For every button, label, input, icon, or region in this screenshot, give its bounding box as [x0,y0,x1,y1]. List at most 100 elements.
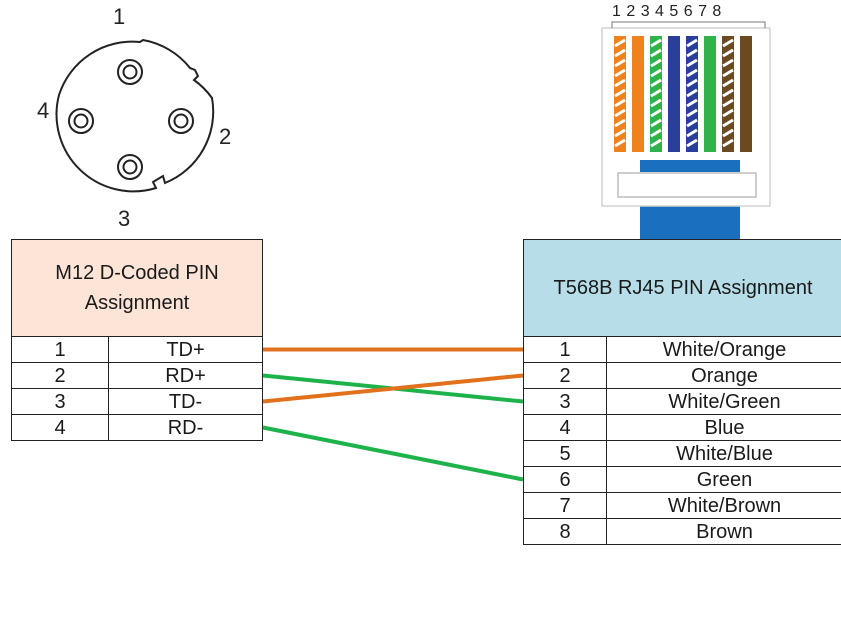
plug-wire-stripe [650,68,662,78]
plug-wire-stripe [686,118,698,128]
plug-wire-stripe [722,138,734,148]
rj45-pin-number: 8 [523,518,607,545]
plug-wire-stripe [650,38,662,48]
m12-pin-number: 3 [11,388,109,415]
plug-wire-stripe [722,38,734,48]
plug-wire-stripe [614,48,626,58]
plug-wire-stripe [650,108,662,118]
plug-wire-stripe [614,98,626,108]
plug-wire-6 [704,36,716,152]
m12-table-title: M12 D-Coded PIN Assignment [11,239,263,337]
m12-pin-label-1: 1 [113,4,126,29]
plug-wire-stripe [686,58,698,68]
plug-wire-stripe [650,138,662,148]
table-row: 2 RD+ [11,362,263,389]
rj45-table-title: T568B RJ45 PIN Assignment [523,239,841,337]
rj45-pin-number: 5 [523,440,607,467]
plug-wire-stripe [722,108,734,118]
m12-signal: RD- [108,414,263,441]
table-row: 8 Brown [523,518,841,545]
table-row: 4 Blue [523,414,841,441]
wire-m12-4-to-rj45-6 [262,425,524,482]
plug-wire-stripe [686,68,698,78]
plug-wire-stripe [722,48,734,58]
rj45-wire-color: Blue [606,414,841,441]
plug-wire-stripe [722,88,734,98]
plug-wire-stripe [650,88,662,98]
plug-wire-8 [740,36,752,152]
plug-wire-stripe [686,38,698,48]
plug-wire-stripe [722,118,734,128]
rj45-pin-number: 2 [523,362,607,389]
table-row: 5 White/Blue [523,440,841,467]
table-row: 6 Green [523,466,841,493]
table-row: 3 TD- [11,388,263,415]
m12-signal: TD- [108,388,263,415]
rj45-wire-color: Brown [606,518,841,545]
rj45-pin-number: 3 [523,388,607,415]
plug-wire-stripe [614,128,626,138]
rj45-pin-table: T568B RJ45 PIN Assignment 1 White/Orange… [523,239,841,545]
rj45-wire-color: White/Green [606,388,841,415]
rj45-wire-color: Orange [606,362,841,389]
rj45-plug-strain-relief [640,160,740,172]
plug-wire-stripe [614,88,626,98]
wire-m12-3-to-rj45-2 [262,373,524,404]
plug-wire-stripe [650,78,662,88]
plug-wire-stripe [650,98,662,108]
plug-wire-stripe [722,68,734,78]
plug-wire-stripe [614,138,626,148]
plug-wire-stripe [614,78,626,88]
m12-pin-socket-2 [168,108,194,134]
plug-wire-stripe [650,128,662,138]
plug-wire-stripe [686,138,698,148]
m12-pin-label-4: 4 [37,98,50,123]
m12-pin-socket-3 [117,154,143,180]
m12-pin-label-3: 3 [118,206,131,231]
rj45-plug-wires [614,36,752,152]
table-row: 4 RD- [11,414,263,441]
plug-wire-stripe [686,108,698,118]
plug-wire-stripe [614,68,626,78]
rj45-wire-color: White/Brown [606,492,841,519]
plug-wire-stripe [686,98,698,108]
rj45-pin-number: 1 [523,336,607,363]
m12-pin-number: 4 [11,414,109,441]
rj45-plug-latch [617,172,757,198]
rj45-wire-color: Green [606,466,841,493]
rj45-pin-number: 7 [523,492,607,519]
rj45-pin-number: 4 [523,414,607,441]
m12-pin-number: 2 [11,362,109,389]
m12-pin-socket-1 [117,59,143,85]
m12-pin-label-2: 2 [219,124,232,149]
plug-wire-stripe [722,58,734,68]
table-row: 1 White/Orange [523,336,841,363]
wiring-lines [262,347,524,482]
m12-connector-outline [55,38,215,193]
m12-pin-number: 1 [11,336,109,363]
m12-connector-face [55,38,215,193]
plug-wire-stripe [614,58,626,68]
plug-wire-2 [632,36,644,152]
m12-signal: RD+ [108,362,263,389]
rj45-wire-color: White/Blue [606,440,841,467]
plug-wire-stripe [722,98,734,108]
plug-wire-stripe [650,118,662,128]
table-row: 7 White/Brown [523,492,841,519]
plug-wire-stripe [722,128,734,138]
rj45-wire-color: White/Orange [606,336,841,363]
plug-wire-stripe [614,38,626,48]
plug-wire-stripe [650,58,662,68]
plug-wire-stripe [686,88,698,98]
m12-pin-table: M12 D-Coded PIN Assignment 1 TD+ 2 RD+ 3… [11,239,263,441]
table-row: 3 White/Green [523,388,841,415]
plug-wire-stripe [614,108,626,118]
rj45-plug-pin-numbers: 1 2 3 4 5 6 7 8 [612,3,722,20]
plug-wire-stripe [722,78,734,88]
rj45-pin-bracket [611,21,766,28]
rj45-plug [601,21,771,240]
plug-wire-4 [668,36,680,152]
plug-wire-stripe [686,78,698,88]
rj45-pin-number: 6 [523,466,607,493]
